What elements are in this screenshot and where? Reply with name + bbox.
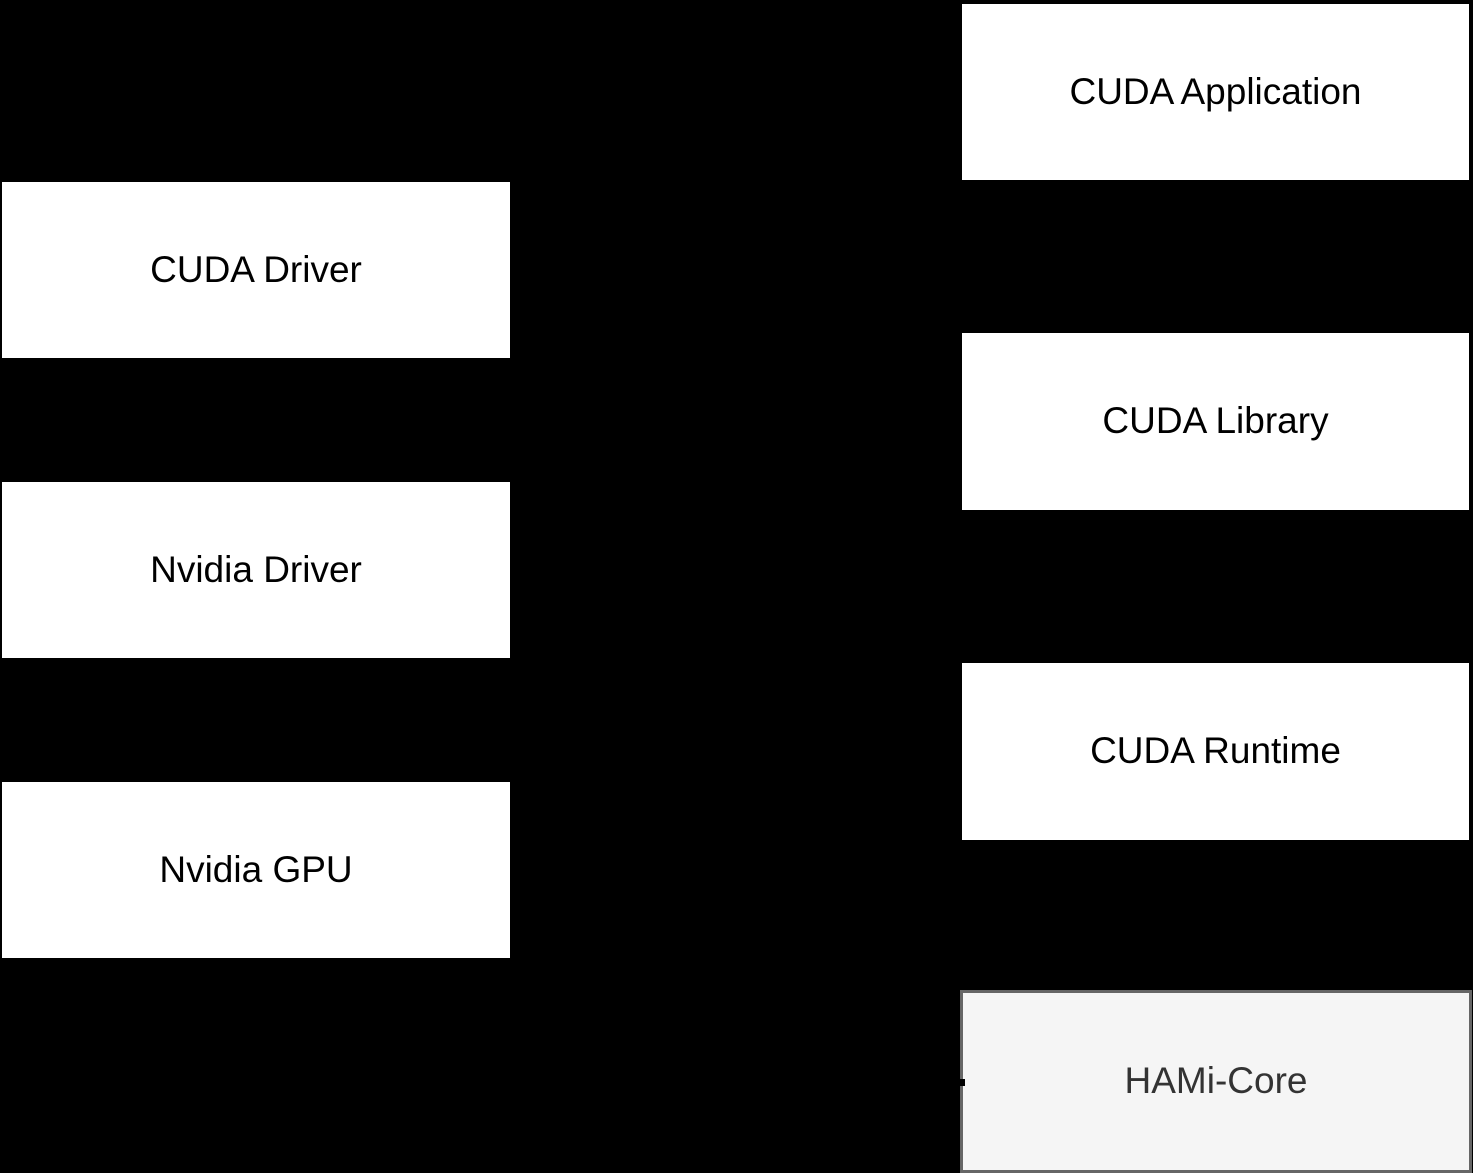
node-cuda-runtime-label: CUDA Runtime xyxy=(1090,730,1341,772)
node-cuda-library: CUDA Library xyxy=(962,333,1469,510)
node-nvidia-driver-label: Nvidia Driver xyxy=(150,548,362,590)
node-cuda-application: CUDA Application xyxy=(962,4,1469,180)
node-nvidia-gpu: Nvidia GPU xyxy=(2,782,510,958)
node-nvidia-driver: Nvidia Driver xyxy=(2,482,510,658)
node-cuda-driver: CUDA Driver xyxy=(2,182,510,358)
arrowhead-mark xyxy=(959,1079,965,1086)
node-nvidia-gpu-label: Nvidia GPU xyxy=(159,848,353,890)
node-cuda-library-label: CUDA Library xyxy=(1102,400,1329,442)
node-cuda-application-label: CUDA Application xyxy=(1069,70,1362,112)
node-hami-core: HAMi-Core xyxy=(959,990,1472,1173)
node-hami-core-label: HAMi-Core xyxy=(1124,1060,1308,1102)
node-cuda-driver-label: CUDA Driver xyxy=(150,248,362,290)
node-cuda-runtime: CUDA Runtime xyxy=(962,663,1469,840)
